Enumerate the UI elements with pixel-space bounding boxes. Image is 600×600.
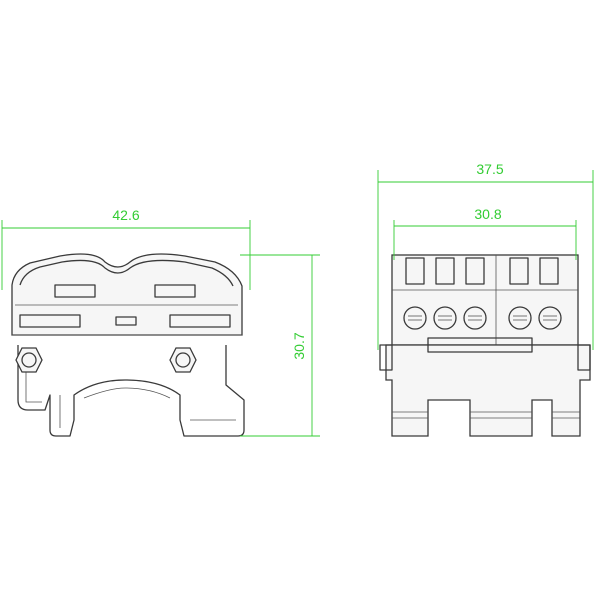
dim-label-side-height: 30.7 — [291, 332, 307, 359]
side-bolt-right — [169, 347, 197, 373]
front-body — [391, 254, 579, 346]
front-inner-width-dimension: 30.8 — [393, 206, 577, 260]
side-slot-left — [19, 314, 81, 328]
side-slot-right — [169, 314, 231, 328]
side-window-right — [154, 284, 196, 298]
side-bolt-left — [15, 347, 43, 373]
front-overall-width-dimension: 37.5 — [377, 161, 594, 350]
side-housing-top-inner — [19, 259, 234, 287]
front-center-block — [427, 337, 533, 353]
side-window-left — [54, 284, 96, 298]
dim-label-front-overall: 37.5 — [476, 161, 503, 177]
dim-label-side-width: 42.6 — [112, 207, 139, 223]
front-view — [379, 254, 591, 437]
side-view — [11, 253, 245, 437]
front-base — [385, 344, 591, 437]
side-rail-inner — [25, 350, 236, 428]
front-clip-teeth — [405, 257, 559, 285]
front-screw-terminals — [403, 306, 562, 330]
side-height-dimension: 30.7 — [240, 254, 320, 437]
front-side-tab-right — [577, 344, 591, 371]
side-rail-base — [17, 345, 245, 437]
dim-label-front-inner: 30.8 — [474, 206, 501, 222]
front-side-tab-left — [379, 344, 393, 371]
side-latch — [115, 316, 137, 326]
